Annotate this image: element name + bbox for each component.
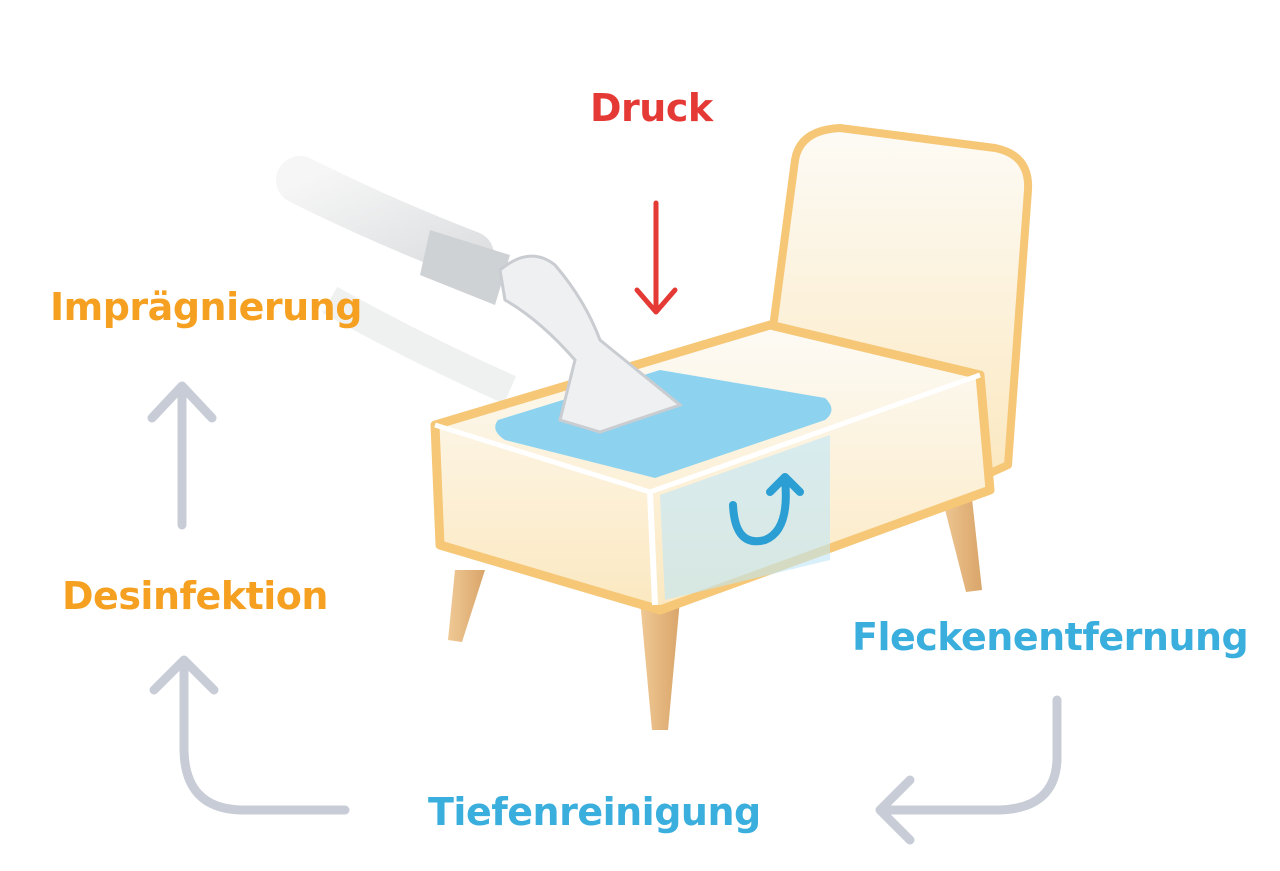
cycle-arrow-curve-left-icon xyxy=(149,655,350,815)
upholstery-nozzle xyxy=(498,254,684,434)
label-pressure: Druck xyxy=(590,86,713,130)
label-disinfection: Desinfektion xyxy=(62,574,328,618)
vacuum-hose xyxy=(276,156,517,404)
pressure-arrow-icon xyxy=(634,200,678,315)
cycle-arrow-curve-right-icon xyxy=(875,695,1062,845)
cycle-arrow-up-icon xyxy=(147,381,217,530)
chair-seat xyxy=(430,320,995,615)
label-deep-cleaning: Tiefenreinigung xyxy=(428,790,761,834)
circulation-arrow-icon xyxy=(729,473,804,546)
chair-legs xyxy=(448,480,982,730)
label-stain-removal: Fleckenentfernung xyxy=(852,615,1249,659)
label-impregnation: Imprägnierung xyxy=(50,285,362,329)
